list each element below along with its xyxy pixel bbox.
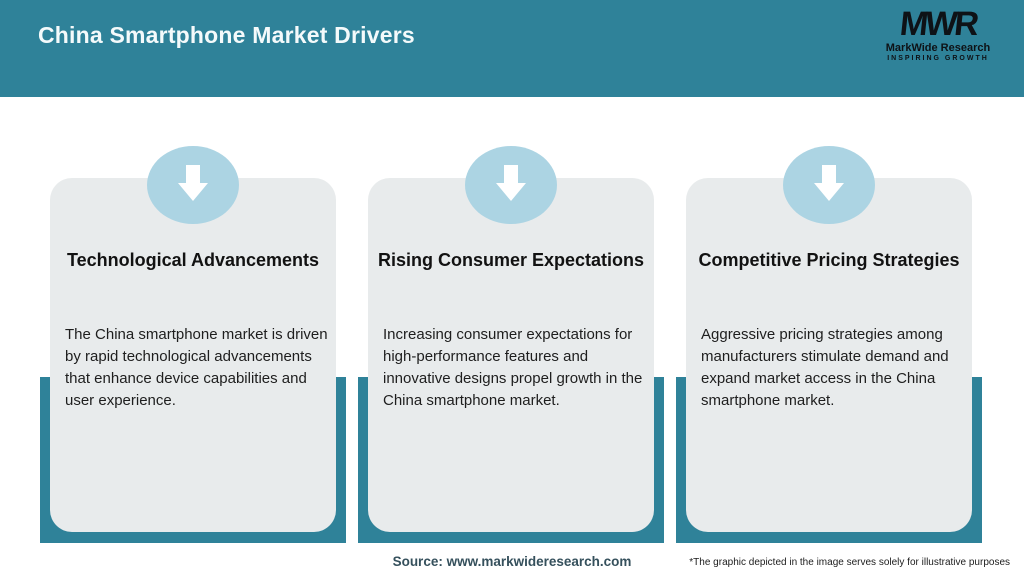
- logo-company-name: MarkWide Research: [885, 42, 991, 54]
- page-title: China Smartphone Market Drivers: [38, 22, 415, 48]
- card-body: Increasing consumer expectations for hig…: [383, 326, 643, 409]
- brand-logo: MWR MarkWide Research INSPIRING GROWTH: [878, 5, 998, 62]
- card-title: Competitive Pricing Strategies: [698, 250, 960, 270]
- arrow-badge: [465, 146, 557, 224]
- driver-column-3: Competitive Pricing Strategies Aggressiv…: [676, 0, 982, 576]
- down-arrow-icon: [173, 161, 213, 209]
- driver-card: Competitive Pricing Strategies Aggressiv…: [686, 178, 972, 532]
- card-body: The China smartphone market is driven by…: [65, 326, 328, 409]
- arrow-badge: [783, 146, 875, 224]
- logo-tagline: INSPIRING GROWTH: [887, 55, 989, 62]
- down-arrow-icon: [809, 161, 849, 209]
- down-arrow-icon: [491, 161, 531, 209]
- card-body: Aggressive pricing strategies among manu…: [701, 326, 949, 409]
- arrow-badge: [147, 146, 239, 224]
- card-title: Technological Advancements: [66, 250, 320, 270]
- disclaimer-text: *The graphic depicted in the image serve…: [689, 557, 1010, 568]
- source-line: Source: www.markwideresearch.com: [392, 554, 632, 569]
- driver-card: Rising Consumer Expectations Increasing …: [368, 178, 654, 532]
- driver-card: Technological Advancements The China sma…: [50, 178, 336, 532]
- driver-column-1: Technological Advancements The China sma…: [40, 0, 346, 576]
- header-bar: China Smartphone Market Drivers MWR Mark…: [0, 0, 1024, 97]
- card-title: Rising Consumer Expectations: [377, 250, 645, 270]
- driver-column-2: Rising Consumer Expectations Increasing …: [358, 0, 664, 576]
